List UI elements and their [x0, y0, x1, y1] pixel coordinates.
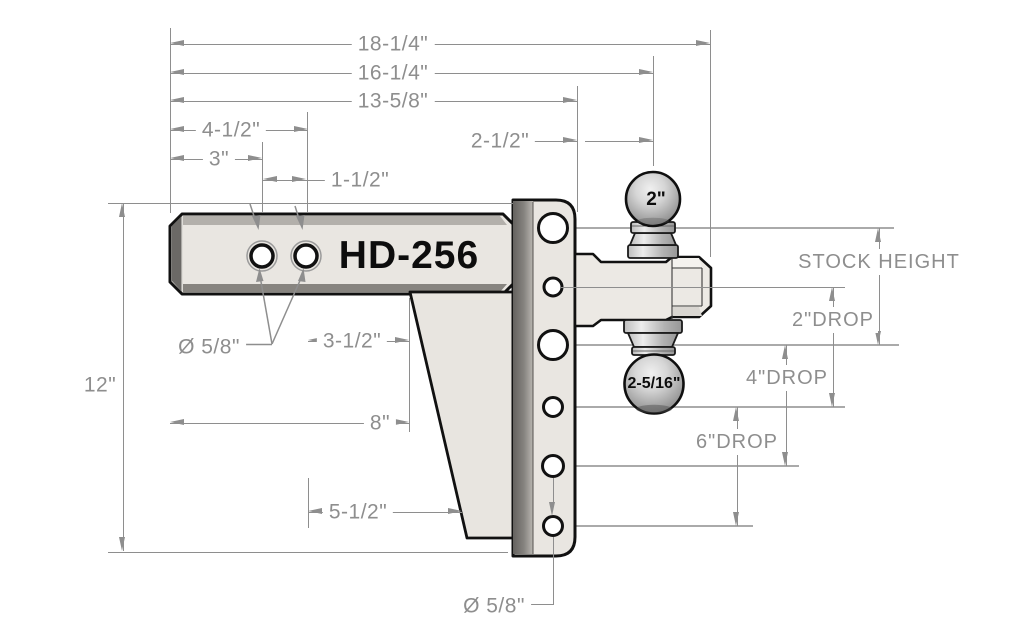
- ext-line: [307, 478, 309, 528]
- arrowhead: [308, 337, 322, 343]
- dim-line-4drop: [785, 345, 787, 466]
- dim-line-stock-height: [878, 228, 880, 345]
- channel-holes: [537, 212, 569, 537]
- bottom-ball-size-label: 2-5/16": [627, 375, 681, 392]
- channel-left-face: [513, 201, 533, 554]
- arrowhead: [448, 508, 462, 514]
- bottom-ball-shadow: [636, 404, 672, 414]
- arrowhead: [170, 419, 184, 425]
- arrowhead: [395, 419, 409, 425]
- arrowhead: [875, 331, 881, 345]
- hex-top-facet: [673, 258, 702, 267]
- ext-line: [408, 298, 410, 432]
- dim-line-6drop: [736, 407, 738, 526]
- shank-top-face: [183, 216, 507, 225]
- arrowhead: [829, 287, 835, 301]
- ext-line: [306, 112, 308, 212]
- label-2drop: 2"DROP: [787, 307, 879, 333]
- top-ball: [624, 170, 682, 228]
- arrowhead: [782, 452, 788, 466]
- arrowhead: [248, 155, 262, 161]
- dim-hole-span: 4-1/2": [195, 118, 267, 142]
- arrowhead: [119, 203, 125, 217]
- shank-hole-1: [249, 243, 275, 269]
- callout-line: [552, 478, 554, 502]
- arrowhead: [733, 512, 739, 526]
- ext-line-top-ref: [108, 202, 513, 204]
- channel-hole-4: [542, 396, 564, 418]
- arrowhead: [395, 337, 409, 343]
- arrowhead: [733, 407, 739, 421]
- dim-ball-center: 16-1/4": [351, 61, 435, 85]
- arrowhead: [170, 69, 184, 75]
- arrowhead: [549, 502, 555, 516]
- dim-line-2drop: [832, 287, 834, 407]
- ext-line: [709, 30, 711, 257]
- ext-line-bottom-ref: [108, 551, 508, 553]
- dim-line-channel-to-ball: [533, 140, 577, 142]
- ext-line: [261, 142, 263, 212]
- dim-first-hole: 3": [202, 147, 236, 171]
- channel-hole-5: [541, 454, 565, 478]
- shank-hole-1-halo: [246, 240, 278, 272]
- arrowhead: [639, 69, 653, 75]
- ext-line: [169, 28, 171, 213]
- dim-total-length: 18-1/4": [351, 32, 435, 56]
- dim-plate-bottom: 5-1/2": [322, 500, 394, 524]
- dim-line-total-length: [170, 43, 710, 45]
- dim-line-overall-height: [122, 203, 124, 551]
- dim-channel-hole-dia: Ø 5/8": [457, 594, 531, 618]
- model-number-label: HD-256: [338, 234, 480, 277]
- hex-bottom-facet: [673, 307, 702, 316]
- label-6drop: 6"DROP: [691, 429, 783, 455]
- dim-hole-to-plate: 3-1/2": [316, 329, 388, 353]
- dim-shank-length: 8": [363, 411, 397, 435]
- dim-channel: 13-5/8": [351, 89, 435, 113]
- arrowhead: [696, 40, 710, 46]
- ext-line: [652, 56, 654, 166]
- dim-line-shank-length: [170, 422, 409, 424]
- arrowhead: [294, 126, 308, 132]
- dim-hole-spacing: 1-1/2": [324, 168, 396, 192]
- arrowhead: [292, 176, 306, 182]
- channel-hole-1: [537, 212, 569, 244]
- channel-hole-6: [542, 515, 564, 537]
- top-ball-size-label: 2": [646, 189, 666, 210]
- arrowhead: [875, 228, 881, 242]
- bottom-ball: [623, 353, 685, 415]
- arrowhead: [639, 137, 653, 143]
- arrowhead: [308, 508, 322, 514]
- shank-hole-2-halo: [290, 240, 322, 272]
- arrowhead: [263, 176, 277, 182]
- arrowhead: [829, 393, 835, 407]
- shank-hole-2: [293, 243, 319, 269]
- dim-overall-height: 12": [77, 373, 123, 397]
- top-ball-shadow: [637, 217, 669, 225]
- arrowhead: [170, 97, 184, 103]
- shank-left-face: [172, 216, 182, 292]
- arrowhead: [563, 97, 577, 103]
- dim-shank-hole-dia: Ø 5/8": [172, 335, 246, 359]
- arrowhead: [563, 137, 577, 143]
- label-4drop: 4"DROP: [741, 365, 833, 391]
- label-stock-height: STOCK HEIGHT: [794, 249, 964, 275]
- channel-hole-3: [537, 329, 569, 361]
- leader-hex-row: [561, 286, 845, 288]
- arrowhead: [782, 345, 788, 359]
- arrowhead: [170, 126, 184, 132]
- arrowhead: [119, 537, 125, 551]
- callout-line: [552, 537, 554, 604]
- ext-line: [576, 86, 578, 212]
- arrowhead: [170, 155, 184, 161]
- shank-bottom-face: [183, 284, 507, 292]
- callout-line: [531, 603, 554, 605]
- arrowhead: [170, 40, 184, 46]
- dim-channel-to-ball: 2-1/2": [464, 129, 536, 153]
- dim-line-channel-to-ball-2: [585, 140, 653, 142]
